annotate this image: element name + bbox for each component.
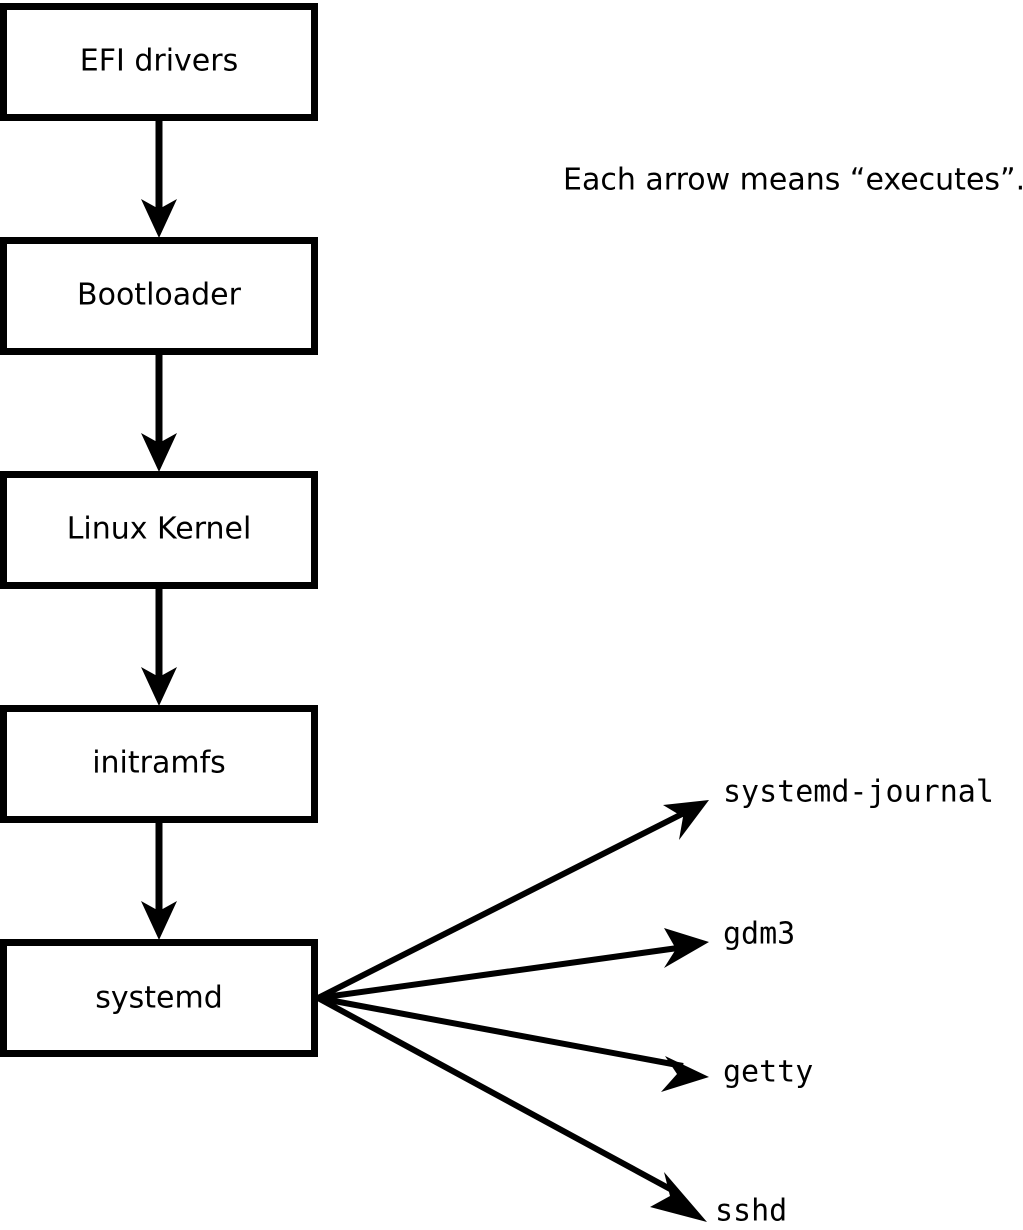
edge-systemd-to-systemd-journal bbox=[316, 800, 709, 1001]
node-label-linux-kernel: Linux Kernel bbox=[67, 512, 252, 547]
node-box-linux-kernel bbox=[0, 471, 318, 589]
edge-initramfs-to-systemd bbox=[141, 820, 177, 940]
edge-bootloader-to-linux-kernel bbox=[141, 352, 177, 472]
arrowhead-icon bbox=[141, 667, 177, 706]
service-label-systemd-journal: systemd-journal bbox=[723, 775, 994, 810]
node-initramfs[interactable]: initramfs bbox=[0, 705, 318, 823]
service-label-sshd: sshd bbox=[715, 1194, 787, 1229]
node-systemd[interactable]: systemd bbox=[0, 939, 318, 1057]
node-box-efi-drivers bbox=[0, 3, 318, 121]
edge-efi-drivers-to-bootloader bbox=[141, 118, 177, 238]
service-label-getty: getty bbox=[723, 1055, 813, 1090]
node-box-bootloader bbox=[0, 237, 318, 355]
node-label-initramfs: initramfs bbox=[92, 746, 226, 781]
arrowhead-icon bbox=[664, 928, 709, 968]
node-box-initramfs bbox=[0, 705, 318, 823]
node-efi-drivers[interactable]: EFI drivers bbox=[0, 3, 318, 121]
node-label-systemd: systemd bbox=[95, 981, 223, 1016]
arrowhead-icon bbox=[663, 800, 709, 840]
node-box-systemd bbox=[0, 939, 318, 1057]
arrowhead-icon bbox=[141, 901, 177, 940]
edge-systemd-to-getty bbox=[317, 995, 709, 1092]
node-bootloader[interactable]: Bootloader bbox=[0, 237, 318, 355]
arrowhead-icon bbox=[661, 1056, 709, 1092]
node-label-efi-drivers: EFI drivers bbox=[80, 44, 238, 79]
arrowhead-icon bbox=[141, 199, 177, 238]
arrowhead-icon bbox=[650, 1172, 707, 1222]
arrowhead-icon bbox=[141, 433, 177, 472]
node-linux-kernel[interactable]: Linux Kernel bbox=[0, 471, 318, 589]
service-label-gdm3: gdm3 bbox=[723, 917, 795, 952]
node-label-bootloader: Bootloader bbox=[77, 278, 242, 313]
edge-linux-kernel-to-initramfs bbox=[141, 586, 177, 706]
edge-systemd-to-gdm3 bbox=[317, 928, 709, 1001]
legend-caption: Each arrow means “executes”. bbox=[563, 163, 1023, 198]
edge-systemd-to-sshd bbox=[316, 995, 707, 1222]
